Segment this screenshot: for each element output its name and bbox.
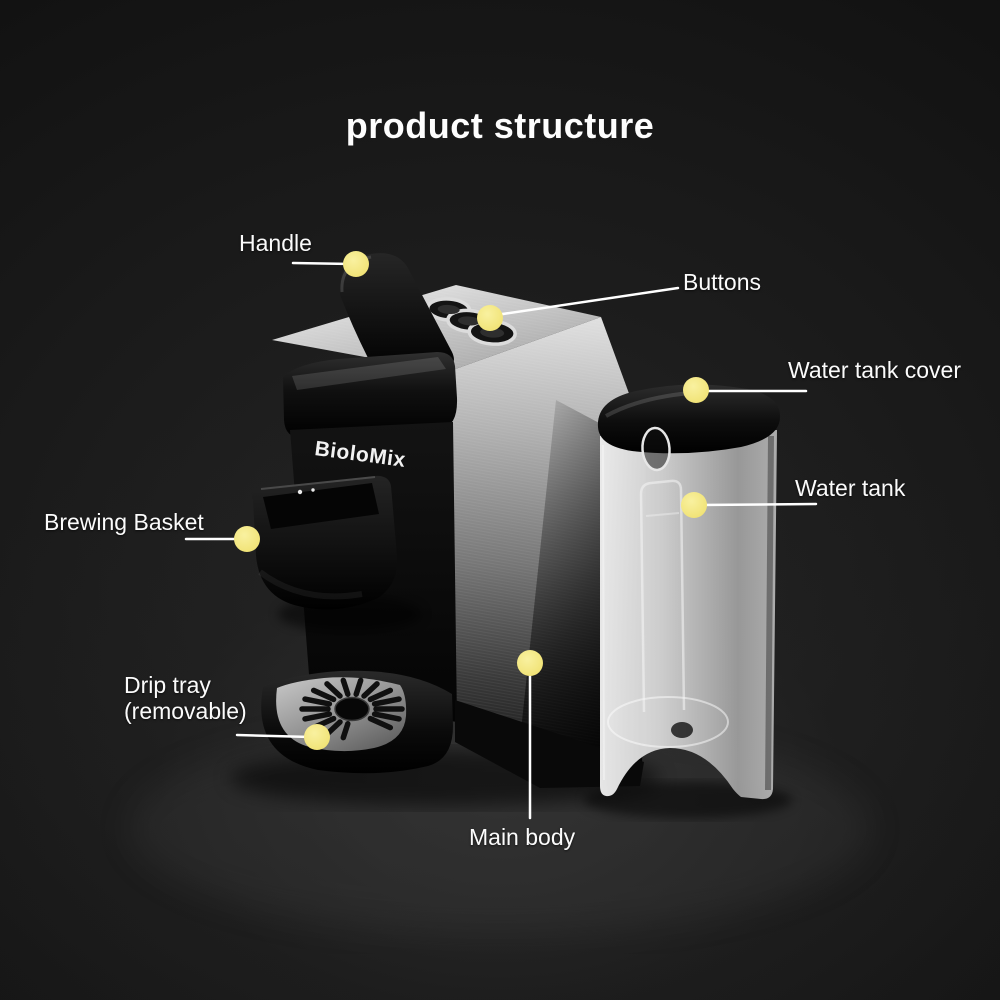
tank-cover xyxy=(597,384,781,454)
tank-valve xyxy=(671,722,693,738)
drip-tray-callout-line xyxy=(235,733,313,739)
label-drip-tray-line1: Drip tray xyxy=(124,672,211,698)
tank-right-edge-shade xyxy=(765,435,774,791)
tank-left-edge-highlight xyxy=(602,444,605,781)
label-drip-tray: Drip tray (removable) xyxy=(124,672,247,724)
handle-callout-line xyxy=(291,261,354,266)
head-sheen xyxy=(292,357,446,390)
basket-sheen xyxy=(258,569,363,600)
label-water-tank-cover: Water tank cover xyxy=(788,357,961,383)
tank-inner-bottom xyxy=(607,696,729,748)
machine-handle xyxy=(339,253,454,375)
buttons-callout-line xyxy=(494,286,680,317)
basket-speck-1 xyxy=(297,489,303,495)
tank-handle-recess xyxy=(639,479,686,713)
water-tank-part xyxy=(597,384,781,800)
coffee-machine: BioloMix xyxy=(252,253,646,788)
water-tank-cover-callout-dot xyxy=(683,377,709,403)
label-buttons: Buttons xyxy=(683,269,761,295)
brewing-basket-part xyxy=(252,475,398,610)
tank-handle-recess-inner xyxy=(645,512,680,517)
water-tank-callout-line xyxy=(696,502,818,507)
page-title: product structure xyxy=(345,105,655,146)
basket-rim-highlight xyxy=(260,476,376,490)
label-brewing-basket: Brewing Basket xyxy=(44,509,204,535)
machine-head xyxy=(283,352,458,438)
brewing-basket-callout-dot xyxy=(234,526,260,552)
machine-base xyxy=(455,700,644,788)
basket-opening xyxy=(263,483,379,529)
handle-callout-dot xyxy=(343,251,369,277)
button-2-glyph xyxy=(457,316,480,326)
button-1-glyph xyxy=(437,304,460,315)
label-water-tank: Water tank xyxy=(795,475,906,501)
buttons-callout-dot xyxy=(477,305,503,331)
callout-dots xyxy=(234,251,709,750)
drip-tray-part xyxy=(261,670,453,774)
drip-tray-slots xyxy=(299,677,405,741)
drip-tray-hole xyxy=(334,696,370,722)
callout-lines xyxy=(184,261,818,820)
water-tank-callout-dot xyxy=(681,492,707,518)
main-body-callout-dot xyxy=(517,650,543,676)
label-drip-tray-line2: (removable) xyxy=(124,698,247,724)
drip-tray-callout-dot xyxy=(304,724,330,750)
label-main-body: Main body xyxy=(469,824,576,850)
basket-speck-2 xyxy=(311,488,315,492)
tank-notch xyxy=(641,426,671,472)
label-handle: Handle xyxy=(239,230,312,256)
